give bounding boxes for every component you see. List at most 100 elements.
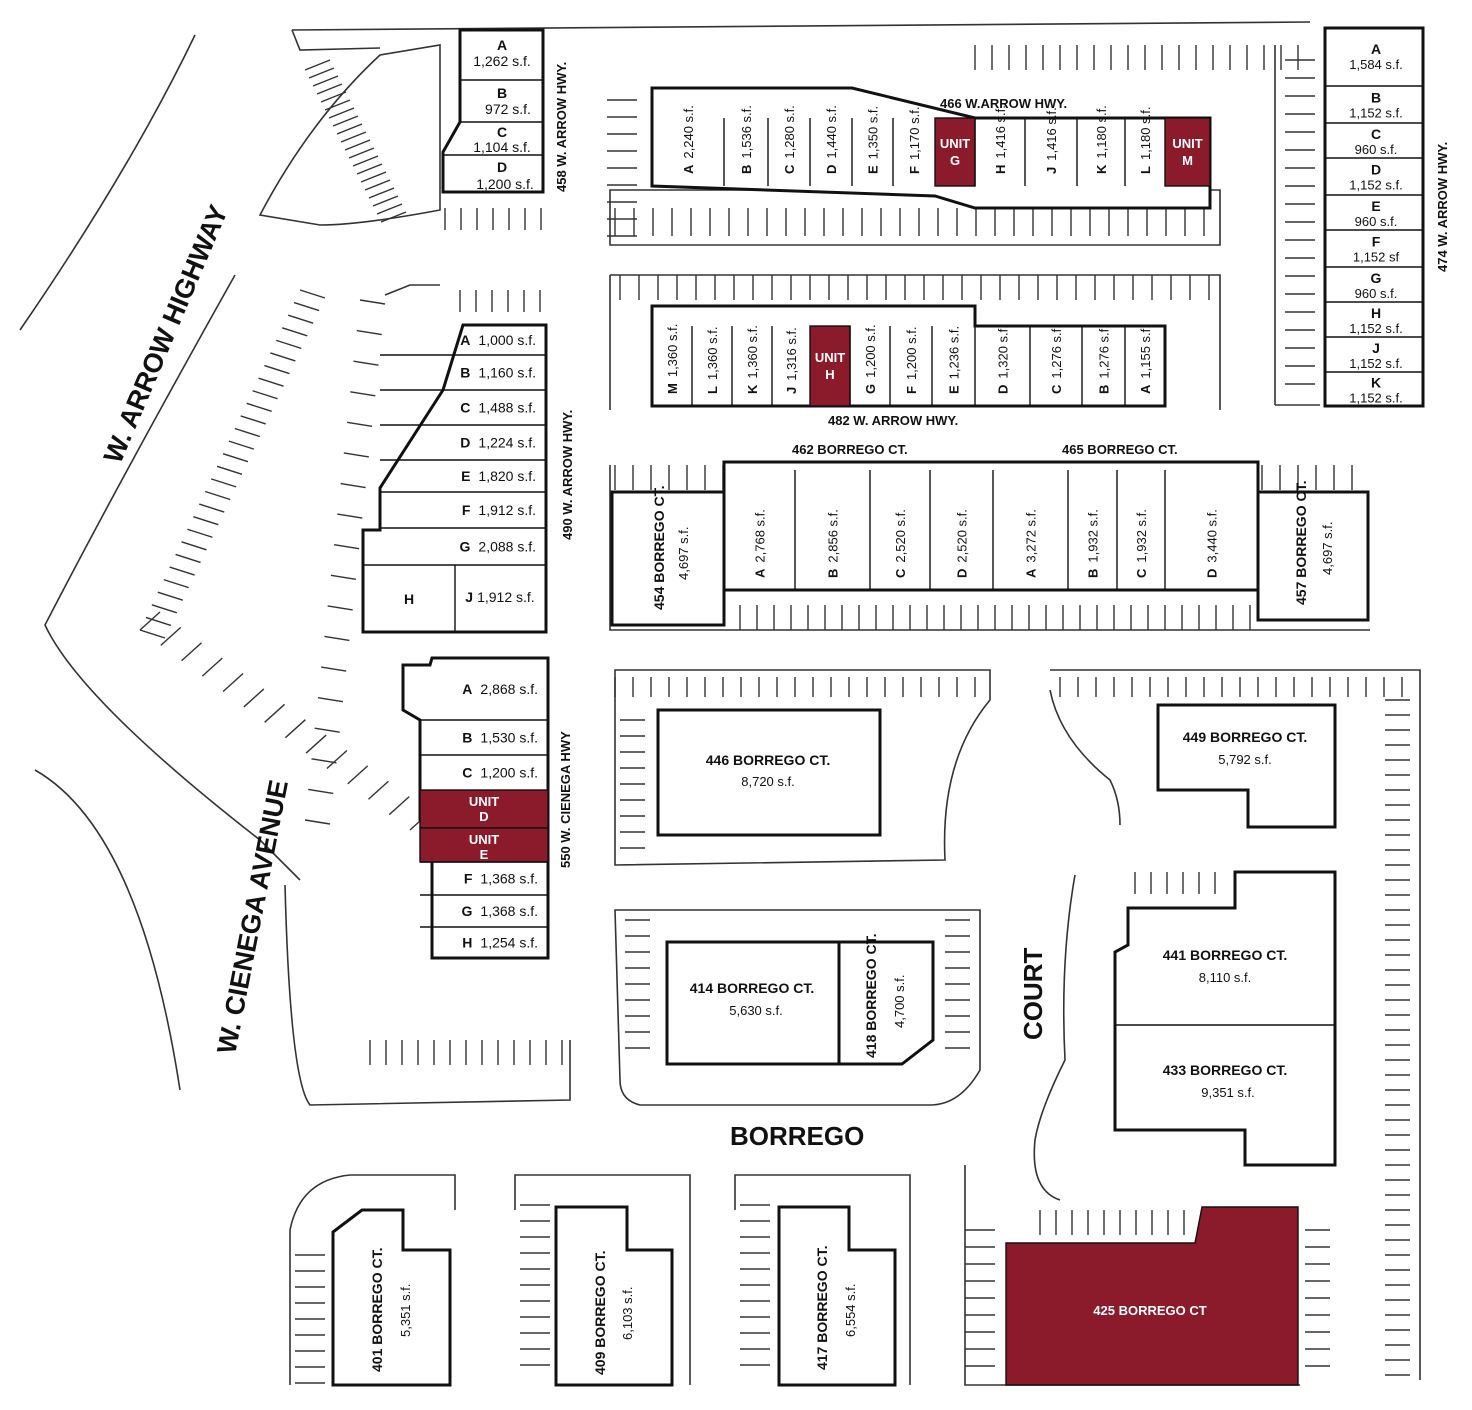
building-457[interactable]: 457 BORREGO CT. 4,697 s.f. [1256,481,1370,622]
building-446[interactable]: 446 BORREGO CT. 8,720 s.f. [656,708,882,837]
building-433[interactable]: 433 BORREGO CT. 9,351 s.f. [1163,1062,1287,1100]
unit-482-8[interactable]: D1,320 s.f. [974,325,1011,406]
unit-482-10[interactable]: B1,276 s.f. [1081,325,1112,406]
building-418-name: 418 BORREGO CT. [863,934,879,1058]
building-441-name: 441 BORREGO CT. [1163,947,1287,963]
unit-466-8[interactable]: J1,416 s.f. [1024,107,1059,186]
unit-letter: F [1372,234,1381,250]
building-441[interactable]: 441 BORREGO CT. 8,110 s.f. [1163,947,1287,985]
unit-482-11[interactable]: A1,155 s.f. [1124,325,1153,406]
units-462-465: A2,768 s.f. B2,856 s.f. C2,520 s.f. D2,520 … [753,470,1220,590]
unit-label: D1,440 s.f. [824,105,839,174]
building-409[interactable]: 409 BORREGO CT. 6,103 s.f. [554,1205,674,1387]
unit-474-k[interactable]: K1,152 s.f. [1325,371,1423,405]
building-446-area: 8,720 s.f. [741,774,794,789]
unit-area: 972 s.f. [485,101,531,117]
unit-474-f[interactable]: F1,152 sf [1325,229,1423,265]
unit-474-h[interactable]: H1,152 s.f. [1325,301,1423,336]
unit-482-5[interactable]: G1,200 s.f. [849,324,878,406]
unit-482-7[interactable]: E1,236 s.f. [931,326,962,406]
unit-466-4[interactable]: E1,350 s.f. [851,106,881,186]
unit-458-a[interactable]: A1,262 s.f. [473,37,531,69]
unit-482-2[interactable]: K1,360 s.f. [731,325,760,406]
unit-482-9[interactable]: C1,276 s.f. [1029,325,1064,406]
unit-label: UNIT [469,832,499,847]
unit-474-j[interactable]: J1,152 s.f. [1325,336,1423,371]
unit-482-3[interactable]: J1,316 s.f. [771,326,799,406]
building-417[interactable]: 417 BORREGO CT. 6,554 s.f. [777,1205,897,1387]
building-401[interactable]: 401 BORREGO CT. 5,351 s.f. [331,1208,452,1387]
unit-466-7[interactable]: H1,416 s.f. [974,105,1008,186]
unit-466-10[interactable]: L1,180 s.f. [1124,107,1153,186]
road-label-borrego: BORREGO [730,1121,864,1151]
unit-label: D2,520 s.f. [955,509,970,578]
building-449[interactable]: 449 BORREGO CT. 5,792 s.f. [1156,703,1337,829]
unit-482-0[interactable]: M1,360 s.f. [665,324,680,394]
unit-466-3[interactable]: D1,440 s.f. [809,105,839,186]
building-418[interactable]: 418 BORREGO CT. 4,700 s.f. [837,934,935,1066]
building-425-name: 425 BORREGO CT [1093,1303,1206,1318]
unit-label: C1,280 s.f. [782,105,797,174]
unit-466-5[interactable]: F1,170 s.f. [892,107,922,186]
unit-474-a[interactable]: A1,584 s.f. [1349,41,1402,72]
unit-label: F1,170 s.f. [907,107,922,174]
unit-letter: H [1371,305,1381,321]
unit-462-465-2[interactable]: C2,520 s.f. [869,470,908,590]
unit-462-465-0[interactable]: A2,768 s.f. [753,509,768,578]
unit-462-465-1[interactable]: B2,856 s.f. [794,470,841,590]
building-417-name: 417 BORREGO CT. [814,1246,830,1370]
unit-466-9[interactable]: K1,180 s.f. [1076,105,1109,186]
unit-474-d[interactable]: D1,152 s.f. [1325,157,1423,193]
unit-label: B2,856 s.f. [826,509,841,578]
building-466: A2,240 s.f. B1,536 s.f. C1,280 s.f. D1,440 … [650,86,1212,210]
building-414[interactable]: 414 BORREGO CT. 5,630 s.f. [665,940,841,1066]
unit-482-6[interactable]: F1,200 s.f. [889,326,919,406]
unit-label: D1,320 s.f. [996,325,1011,394]
unit-462-465-6[interactable]: C1,932 s.f. [1116,470,1149,590]
address-466: 466 W.ARROW HWY. [940,96,1067,111]
unit-466-1[interactable]: B1,536 s.f. [723,105,754,186]
unit-462-465-5[interactable]: B1,932 s.f. [1067,470,1101,590]
unit-462-465-7[interactable]: D3,440 s.f. [1164,470,1220,590]
unit-458-c[interactable]: C1,104 s.f. [473,124,531,155]
building-454[interactable]: 454 BORREGO CT. 4,697 s.f. [610,486,726,627]
unit-label: J1,416 s.f. [1044,107,1059,174]
unit-466-2[interactable]: C1,280 s.f. [767,105,797,186]
unit-482-1[interactable]: L1,360 s.f. [691,326,720,406]
unit-462-465-4[interactable]: A3,272 s.f. [992,470,1039,590]
unit-label: A2,768 s.f. [753,509,768,578]
unit-462-465-3[interactable]: D2,520 s.f. [929,470,970,590]
unit-458-d[interactable]: D1,200 s.f. [476,159,534,192]
building-425[interactable]: 425 BORREGO CT [1005,1206,1299,1386]
unit-474-b[interactable]: B1,152 s.f. [1325,85,1423,121]
unit-466-0[interactable]: A2,240 s.f. [681,105,696,174]
unit-letter: J [1372,340,1380,356]
building-449-name: 449 BORREGO CT. [1183,729,1307,745]
unit-490-h[interactable]: H [404,591,414,607]
